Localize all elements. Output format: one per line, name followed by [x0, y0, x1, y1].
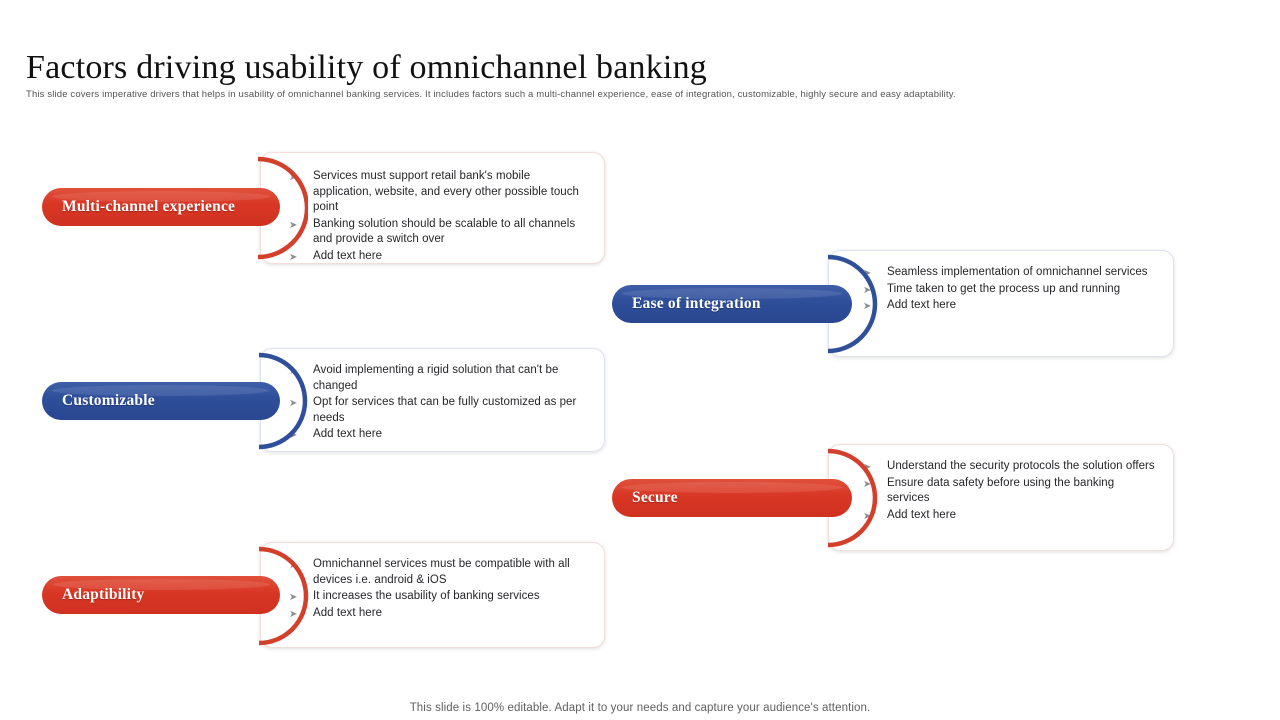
factor-bullet-list: ➤ Avoid implementing a rigid solution tha… [289, 363, 590, 444]
footer-note: This slide is 100% editable. Adapt it to… [409, 702, 871, 714]
list-item: ➤ Add text here [289, 606, 590, 622]
list-item-text: Avoid implementing a rigid solution that… [313, 364, 559, 392]
list-item: ➤ Add text here [863, 508, 1159, 524]
list-item: ➤ Opt for services that can be fully cust… [289, 395, 590, 426]
factor-bullet-list: ➤ Seamless implementation of omnichannel … [863, 265, 1159, 315]
list-item: ➤ Seamless implementation of omnichannel … [863, 265, 1159, 281]
arrow-bullet-icon: ➤ [863, 510, 872, 522]
factor-label: Secure [632, 489, 678, 506]
list-item-text: Add text here [313, 428, 383, 440]
page-subtitle: This slide covers imperative drivers tha… [26, 88, 956, 100]
factor-pill-secure[interactable]: Secure [612, 479, 852, 517]
list-item-text: Seamless implementation of omnichannel s… [887, 266, 1148, 278]
list-item: ➤ Services must support retail bank's mob… [289, 169, 590, 216]
factor-bullet-list: ➤ Services must support retail bank's mob… [289, 169, 590, 265]
list-item-text: Banking solution should be scalable to a… [313, 217, 576, 246]
list-item-text: Add text here [313, 606, 383, 619]
list-item-text: Add text here [313, 249, 383, 262]
arrow-bullet-icon: ➤ [289, 608, 298, 620]
list-item: ➤ Time taken to get the process up and ru… [863, 282, 1159, 298]
arrow-bullet-icon: ➤ [863, 284, 872, 296]
arrow-bullet-icon: ➤ [289, 219, 298, 231]
arrow-bullet-icon: ➤ [289, 592, 298, 603]
list-item-text: Services must support retail bank's mobi… [313, 170, 579, 213]
list-item: ➤ Banking solution should be scalable to … [289, 217, 590, 248]
arrow-bullet-icon: ➤ [863, 301, 872, 312]
list-item-text: Understand the security protocols the so… [887, 460, 1155, 472]
list-item-text: Opt for services that can be fully custo… [313, 396, 577, 424]
arrow-bullet-icon: ➤ [289, 251, 298, 263]
factor-card-secure: ➤ Understand the security protocols the s… [828, 444, 1174, 551]
factor-pill-multi-channel-experience[interactable]: Multi-channel experience [42, 188, 280, 226]
arrow-bullet-icon: ➤ [289, 560, 298, 571]
arrow-bullet-icon: ➤ [289, 366, 298, 377]
factor-bullet-list: ➤ Omnichannel services must be compatible… [289, 557, 590, 622]
factor-pill-ease-of-integration[interactable]: Ease of integration [612, 285, 852, 323]
list-item-text: Add text here [887, 508, 957, 521]
arrow-bullet-icon: ➤ [289, 172, 298, 183]
arrow-bullet-icon: ➤ [863, 478, 872, 490]
page-title: Factors driving usability of omnichannel… [26, 48, 707, 86]
list-item: ➤ Understand the security protocols the s… [863, 459, 1159, 475]
factor-label: Adaptibility [62, 586, 145, 603]
list-item: ➤ It increases the usability of banking s… [289, 589, 590, 605]
factor-card-multi-channel-experience: ➤ Services must support retail bank's mob… [260, 152, 605, 264]
factor-pill-adaptibility[interactable]: Adaptibility [42, 576, 280, 614]
arrow-bullet-icon: ➤ [863, 462, 872, 473]
list-item-text: Ensure data safety before using the bank… [887, 476, 1115, 505]
list-item: ➤ Add text here [289, 249, 590, 265]
list-item: ➤ Ensure data safety before using the ban… [863, 476, 1159, 507]
list-item: ➤ Add text here [289, 427, 590, 443]
factor-card-adaptibility: ➤ Omnichannel services must be compatible… [260, 542, 605, 648]
list-item-text: Omnichannel services must be compatible … [313, 558, 570, 586]
factor-bullet-list: ➤ Understand the security protocols the s… [863, 459, 1159, 524]
arrow-bullet-icon: ➤ [289, 430, 298, 441]
factor-pill-customizable[interactable]: Customizable [42, 382, 280, 420]
factor-card-customizable: ➤ Avoid implementing a rigid solution tha… [260, 348, 605, 452]
arrow-bullet-icon: ➤ [289, 398, 298, 409]
list-item: ➤ Omnichannel services must be compatible… [289, 557, 590, 588]
factor-label: Multi-channel experience [62, 198, 236, 215]
list-item-text: Time taken to get the process up and run… [887, 282, 1121, 295]
arrow-bullet-icon: ➤ [863, 268, 872, 279]
factor-label: Customizable [62, 392, 155, 409]
list-item-text: It increases the usability of banking se… [313, 590, 540, 602]
list-item-text: Add text here [887, 299, 957, 311]
list-item: ➤ Avoid implementing a rigid solution tha… [289, 363, 590, 394]
factor-label: Ease of integration [632, 295, 761, 312]
factor-card-ease-of-integration: ➤ Seamless implementation of omnichannel … [828, 250, 1174, 357]
list-item: ➤ Add text here [863, 298, 1159, 314]
